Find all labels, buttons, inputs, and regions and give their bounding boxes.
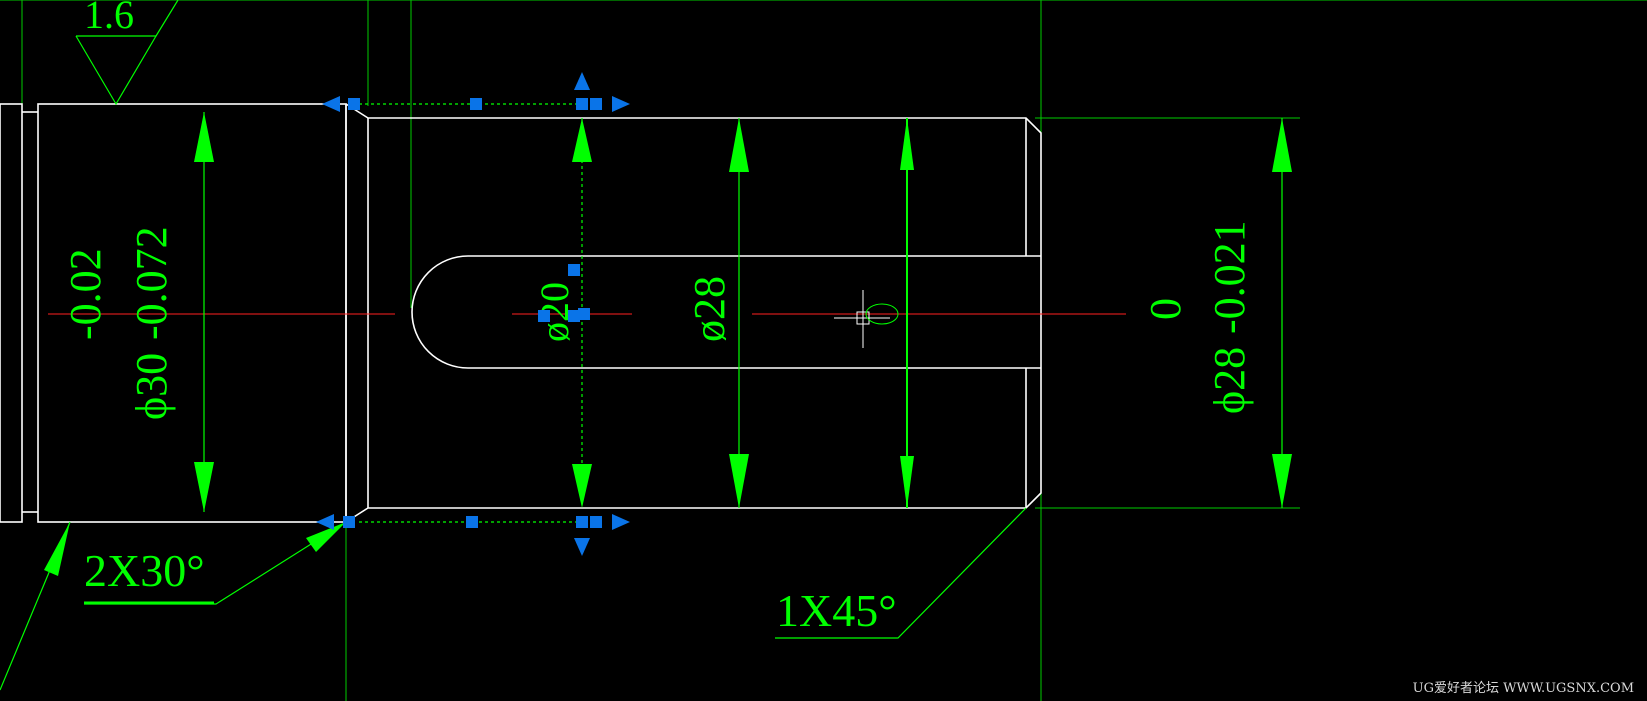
dim-left-lower-tol[interactable]: -0.072 xyxy=(127,226,176,340)
grip-square[interactable] xyxy=(568,264,580,276)
grip-square[interactable] xyxy=(576,98,588,110)
grip-square[interactable] xyxy=(348,98,360,110)
grip-square[interactable] xyxy=(578,308,590,320)
chamfer-right-label[interactable]: 1X45° xyxy=(776,585,897,636)
dim-shaft-diameter[interactable]: ø28 xyxy=(685,276,734,342)
grip-square[interactable] xyxy=(470,98,482,110)
grip-arrow-left-icon[interactable] xyxy=(316,514,334,530)
grip-square[interactable] xyxy=(576,516,588,528)
dim-right-lower-tol[interactable]: -0.021 xyxy=(1205,220,1254,334)
grip-arrow-left-icon[interactable] xyxy=(322,96,340,112)
part-outline[interactable] xyxy=(0,103,1042,523)
dim-arrowheads xyxy=(194,112,1292,512)
chamfer-left-label[interactable]: 2X30° xyxy=(84,545,205,596)
grip-square[interactable] xyxy=(343,516,355,528)
crosshair-cursor-icon xyxy=(834,290,899,348)
dim-right-nominal[interactable]: ϕ28 xyxy=(1205,347,1254,414)
roughness-value: 1.6 xyxy=(84,0,134,37)
shaft-section-d28[interactable] xyxy=(345,103,1042,523)
grip-arrow-down-icon[interactable] xyxy=(574,538,590,556)
keyway-slot[interactable] xyxy=(411,255,1041,369)
grip-square[interactable] xyxy=(590,516,602,528)
grip-arrow-up-icon[interactable] xyxy=(574,72,590,90)
grip-square[interactable] xyxy=(466,516,478,528)
grip-square[interactable] xyxy=(538,310,550,322)
leader-arrowheads xyxy=(44,522,346,576)
grip-square[interactable] xyxy=(568,310,580,322)
surface-roughness-symbol[interactable] xyxy=(75,0,179,106)
watermark-text: UG爱好者论坛 WWW.UGSNX.COM xyxy=(1413,681,1634,696)
dim-left-upper-tol[interactable]: -0.02 xyxy=(61,248,110,340)
shaft-left-stub[interactable] xyxy=(0,103,23,523)
grip-arrow-right-icon[interactable] xyxy=(612,514,630,530)
dim-right-upper-tol[interactable]: 0 xyxy=(1141,298,1190,320)
grip-arrow-right-icon[interactable] xyxy=(612,96,630,112)
grip-square[interactable] xyxy=(590,98,602,110)
selection-grips[interactable] xyxy=(316,72,630,556)
dim-left-nominal[interactable]: ϕ30 xyxy=(127,353,176,420)
